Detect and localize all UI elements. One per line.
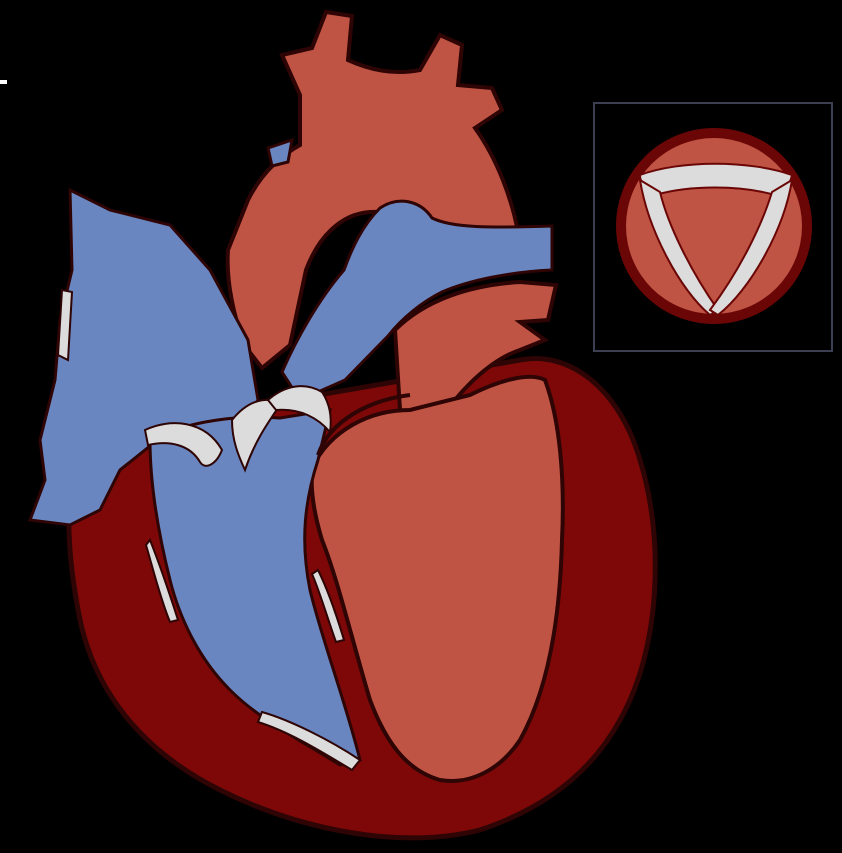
- edge-marker: [0, 80, 7, 84]
- vessel-patch: [268, 140, 292, 166]
- valve-inset: [594, 103, 832, 351]
